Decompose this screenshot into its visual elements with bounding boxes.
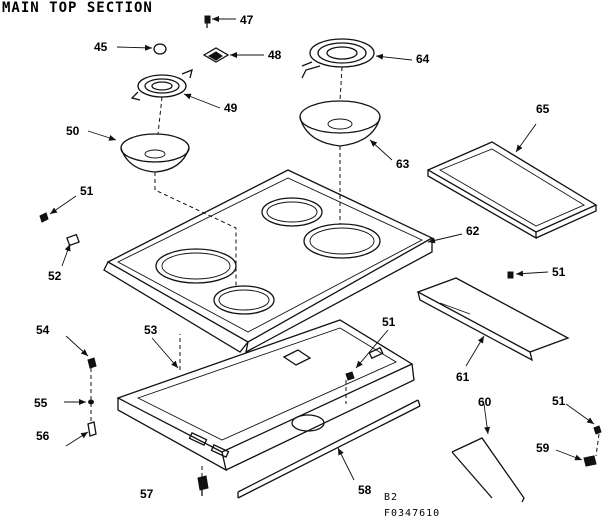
screw-part-51-lower-right xyxy=(593,425,602,435)
clip-part-52 xyxy=(66,233,80,247)
bolt-part-56 xyxy=(87,421,97,437)
label-56: 56 xyxy=(36,429,50,443)
drip-pan-part-63 xyxy=(299,100,381,147)
cap-part-45 xyxy=(153,43,167,55)
cover-part-65 xyxy=(426,141,598,240)
label-60: 60 xyxy=(478,395,492,409)
label-59: 59 xyxy=(536,441,550,455)
catalog-code-line1: B2 xyxy=(384,492,398,503)
screw-part-51-left xyxy=(39,212,49,223)
label-50: 50 xyxy=(66,124,80,138)
screw-part-47 xyxy=(204,15,211,28)
screw-part-51-center xyxy=(345,371,355,381)
label-47: 47 xyxy=(240,13,254,27)
label-48: 48 xyxy=(268,48,282,62)
label-51-left: 51 xyxy=(80,184,94,198)
label-57: 57 xyxy=(140,487,154,501)
label-53: 53 xyxy=(144,323,158,337)
nut-part-54 xyxy=(87,357,97,369)
assembly-lines xyxy=(90,66,600,478)
label-65: 65 xyxy=(536,102,550,116)
label-61: 61 xyxy=(456,370,470,384)
label-58: 58 xyxy=(358,483,372,497)
knob-part-59 xyxy=(583,455,597,467)
leader-lines xyxy=(49,16,595,481)
cooktop-part-62 xyxy=(103,169,434,354)
trim-strip-part-58 xyxy=(237,399,421,499)
drip-pan-part-50 xyxy=(120,133,190,173)
label-51-lower-right: 51 xyxy=(552,394,566,408)
label-49: 49 xyxy=(224,101,238,115)
diagram-title: MAIN TOP SECTION xyxy=(2,0,153,16)
fastener-part-57 xyxy=(197,475,209,496)
receptacle-part-48 xyxy=(202,47,230,63)
label-64: 64 xyxy=(416,52,430,66)
screw-part-51-right xyxy=(507,271,514,279)
label-45: 45 xyxy=(94,40,108,54)
rod-part-60 xyxy=(451,437,525,503)
catalog-code-line2: F0347610 xyxy=(384,508,440,519)
part-number-labels: 45 47 48 49 50 51 52 53 54 55 56 57 58 5… xyxy=(34,13,566,501)
label-63: 63 xyxy=(396,157,410,171)
bracket-part-61 xyxy=(416,277,570,362)
label-52: 52 xyxy=(48,269,62,283)
label-51-right: 51 xyxy=(552,265,566,279)
surface-element-part-64 xyxy=(301,38,375,79)
label-54: 54 xyxy=(36,323,50,337)
surface-element-part-49 xyxy=(130,68,193,101)
label-62: 62 xyxy=(466,224,480,238)
label-55: 55 xyxy=(34,396,48,410)
label-51-center: 51 xyxy=(382,315,396,329)
burner-box-part-53 xyxy=(116,319,415,472)
